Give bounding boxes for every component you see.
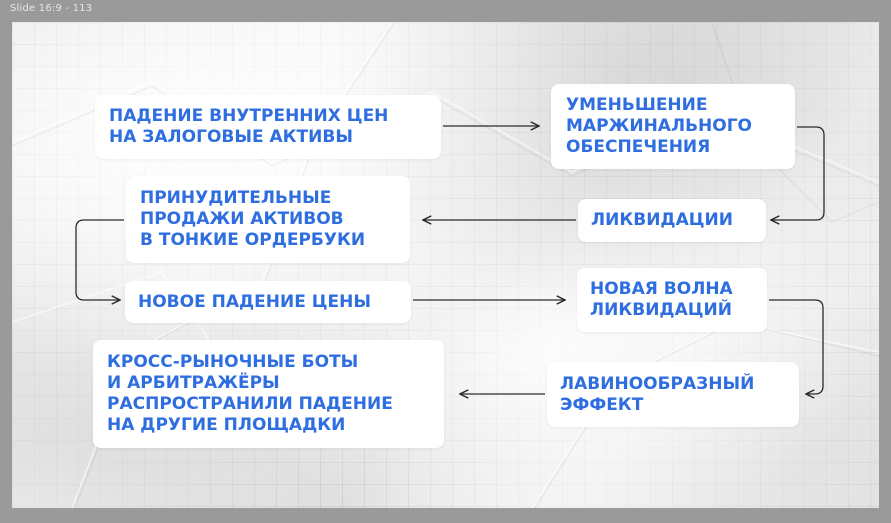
node-new-liquidation-wave-line-1: НОВАЯ ВОЛНА <box>590 279 733 299</box>
node-margin-reduction-line-1: УМЕНЬШЕНИЕ <box>566 95 708 115</box>
node-forced-sales-line-2: ПРОДАЖИ АКТИВОВ <box>140 209 344 229</box>
node-cross-market-bots-line-3: РАСПРОСТРАНИЛИ ПАДЕНИЕ <box>107 394 393 414</box>
node-new-price-drop: НОВОЕ ПАДЕНИЕ ЦЕНЫ <box>125 281 411 323</box>
node-new-price-drop-line-1: НОВОЕ ПАДЕНИЕ ЦЕНЫ <box>138 291 371 312</box>
node-margin-reduction-line-3: ОБЕСПЕЧЕНИЯ <box>566 137 711 157</box>
node-price-drop: ПАДЕНИЕ ВНУТРЕННИХ ЦЕН НА ЗАЛОГОВЫЕ АКТИ… <box>95 95 441 159</box>
node-avalanche-effect-line-1: ЛАВИНООБРАЗНЫЙ <box>560 373 755 394</box>
node-avalanche-effect-line-2: ЭФФЕКТ <box>560 394 644 415</box>
node-liquidations-line-1: ЛИКВИДАЦИИ <box>591 210 733 230</box>
node-cross-market-bots-line-4: НА ДРУГИЕ ПЛОЩАДКИ <box>107 415 346 435</box>
node-new-liquidation-wave-line-2: ЛИКВИДАЦИЙ <box>590 300 732 320</box>
node-cross-market-bots-line-1: КРОСС-РЫНОЧНЫЕ БОТЫ <box>107 352 359 372</box>
node-price-drop-line-1: ПАДЕНИЕ ВНУТРЕННИХ ЦЕН <box>109 106 389 126</box>
node-new-liquidation-wave: НОВАЯ ВОЛНА ЛИКВИДАЦИЙ <box>577 268 767 332</box>
node-price-drop-line-2: НА ЗАЛОГОВЫЕ АКТИВЫ <box>109 127 353 147</box>
node-forced-sales-line-1: ПРИНУДИТЕЛЬНЫЕ <box>140 188 332 208</box>
node-cross-market-bots-line-2: И АРБИТРАЖЁРЫ <box>107 373 280 393</box>
node-margin-reduction: УМЕНЬШЕНИЕ МАРЖИНАЛЬНОГО ОБЕСПЕЧЕНИЯ <box>551 84 795 169</box>
node-forced-sales-line-3: В ТОНКИЕ ОРДЕРБУКИ <box>140 230 366 250</box>
node-forced-sales: ПРИНУДИТЕЛЬНЫЕ ПРОДАЖИ АКТИВОВ В ТОНКИЕ … <box>126 176 410 263</box>
frame-label[interactable]: Slide 16:9 - 113 <box>10 3 93 14</box>
node-margin-reduction-line-2: МАРЖИНАЛЬНОГО <box>566 116 752 136</box>
node-avalanche-effect: ЛАВИНООБРАЗНЫЙ ЭФФЕКТ <box>547 362 799 427</box>
node-cross-market-bots: КРОСС-РЫНОЧНЫЕ БОТЫ И АРБИТРАЖЁРЫ РАСПРО… <box>93 340 444 448</box>
node-liquidations: ЛИКВИДАЦИИ <box>578 199 766 242</box>
